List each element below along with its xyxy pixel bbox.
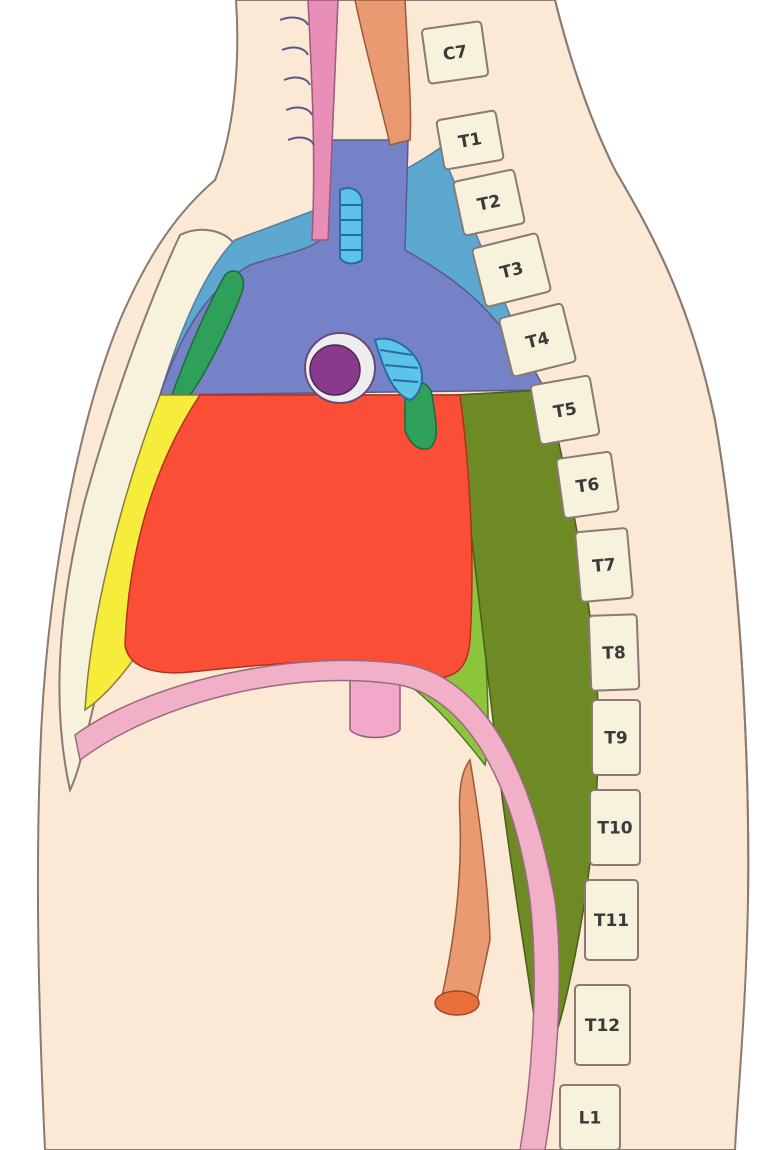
vertebra-label-t8: T8 <box>602 643 626 664</box>
vertebra-label-t6: T6 <box>575 474 601 497</box>
vertebra-label-t1: T1 <box>457 129 484 153</box>
trachea-lower-rings <box>340 188 362 263</box>
vertebra-label-c7: C7 <box>442 42 469 65</box>
esophagus-opening <box>435 991 479 1015</box>
vertebra-label-t5: T5 <box>552 399 579 423</box>
vertebra-label-t12: T12 <box>585 1016 620 1036</box>
vertebra-label-l1: L1 <box>579 1109 602 1129</box>
vertebra-label-t11: T11 <box>594 911 629 931</box>
vertebra-label-t9: T9 <box>604 729 627 749</box>
vertebra-label-t10: T10 <box>597 819 632 839</box>
pulmonary-vessel <box>310 345 360 395</box>
vertebra-label-t7: T7 <box>592 555 617 577</box>
